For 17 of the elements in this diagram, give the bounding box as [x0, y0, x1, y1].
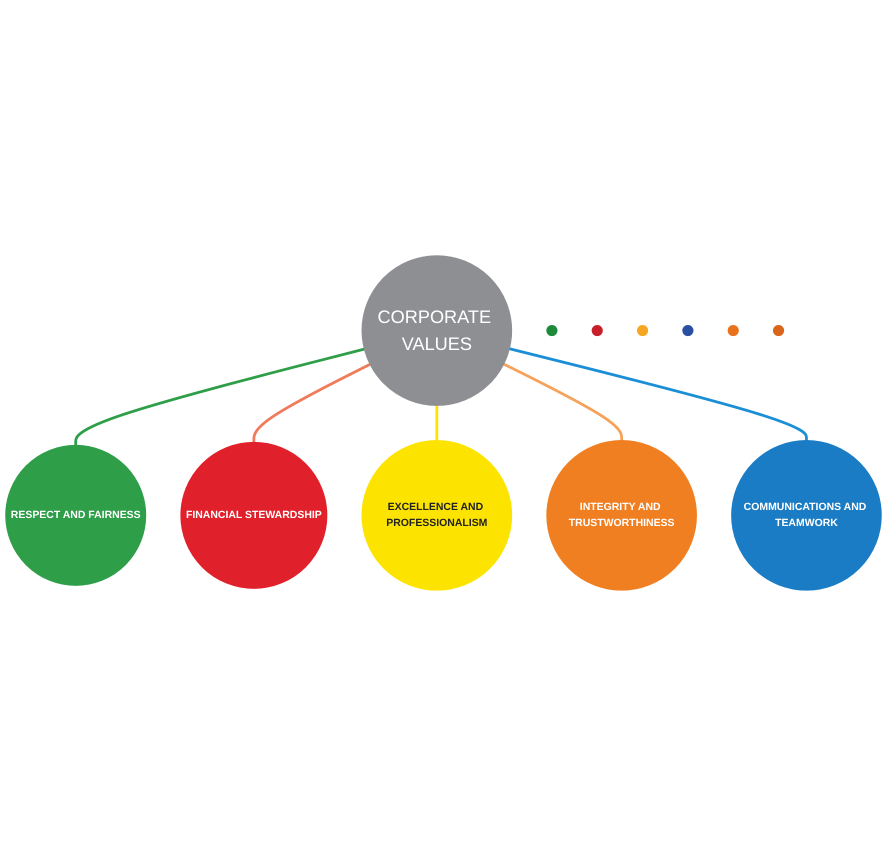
- connector: [252, 363, 371, 442]
- connector: [74, 348, 365, 446]
- node-circle: INTEGRITY AND TRUSTWORTHINESS: [546, 440, 697, 591]
- node-circle: EXCELLENCE AND PROFESSIONALISM: [362, 440, 512, 591]
- node-circle: [546, 325, 558, 336]
- connector: [503, 362, 624, 440]
- node-circle: [682, 325, 694, 336]
- connector: [435, 406, 438, 440]
- node-circle: CORPORATE VALUES: [362, 255, 512, 406]
- node-circle: [772, 325, 784, 336]
- node-circle: [728, 325, 739, 336]
- node-circle: FINANCIAL STEWARDSHIP: [180, 442, 328, 589]
- node-circle: [636, 325, 648, 336]
- node-circle: [592, 325, 603, 336]
- connector: [509, 347, 808, 440]
- node-circle: COMMUNICATIONS AND TEAMWORK: [731, 440, 882, 591]
- node-circle: RESPECT AND FAIRNESS: [5, 444, 146, 586]
